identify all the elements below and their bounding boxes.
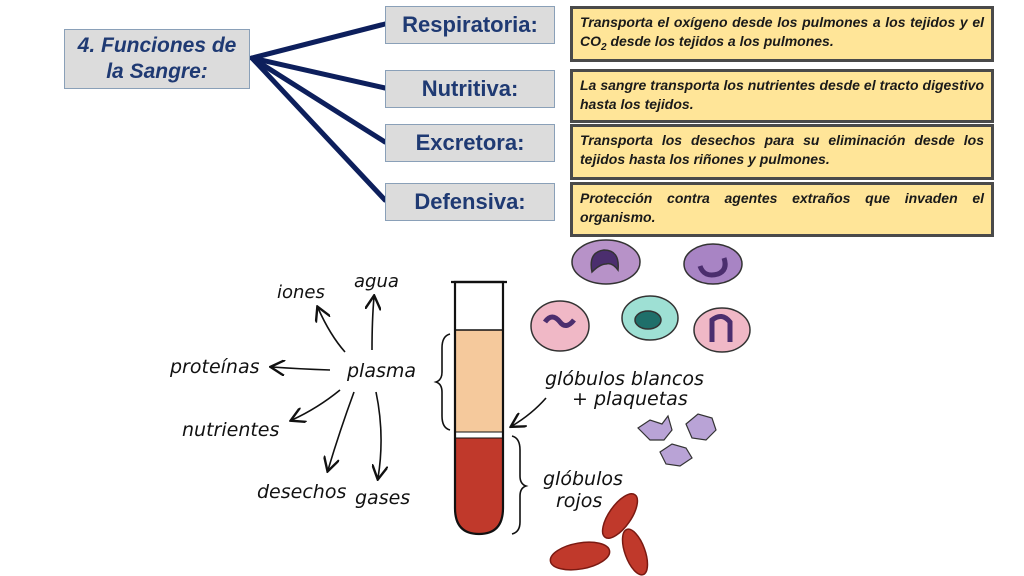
white-blood-cells [530, 239, 751, 353]
platelet [659, 443, 693, 467]
arrow-white-cells [512, 397, 547, 426]
platelet [685, 413, 717, 441]
component-nutrientes: nutrientes [182, 419, 279, 441]
component-proteinas: proteínas [169, 356, 260, 378]
function-desc-excretora: Transporta los desechos para su eliminac… [570, 124, 994, 180]
function-label-respiratoria: Respiratoria: [385, 6, 555, 44]
arrow-gases [376, 391, 381, 478]
function-label-text: Excretora: [415, 130, 525, 155]
arrow-desechos [328, 391, 355, 470]
function-label-text: Nutritiva: [421, 76, 519, 101]
component-agua: agua [354, 271, 399, 292]
arrow-proteinas [272, 367, 331, 370]
arrow-nutrientes [292, 389, 341, 420]
component-iones: iones [277, 282, 325, 303]
test-tube [451, 280, 507, 536]
function-label-text: Defensiva: [414, 189, 526, 214]
function-desc-defensiva: Protección contra agentes extraños que i… [570, 182, 994, 237]
component-desechos: desechos [257, 481, 346, 503]
red-cell [621, 528, 649, 576]
platelets [637, 413, 717, 467]
connector-nutritiva [249, 55, 388, 91]
component-gases: gases [355, 487, 410, 509]
white-cells-label-1: glóbulos blancos [545, 368, 704, 390]
function-label-text: Respiratoria: [402, 12, 538, 37]
platelet [637, 414, 673, 441]
white-cell [683, 243, 743, 285]
red-brace [511, 435, 529, 535]
connector-defensiva [249, 55, 388, 203]
red-blood-cells [549, 493, 649, 576]
red-cells-label-1: glóbulos [543, 468, 623, 490]
red-cells-label-2: rojos [556, 490, 602, 512]
function-label-defensiva: Defensiva: [385, 183, 555, 221]
arrow-iones [318, 308, 346, 353]
plasma-arrows [272, 297, 381, 478]
plasma-brace [433, 333, 451, 431]
function-desc-respiratoria: Transporta el oxígeno desde los pulmones… [570, 6, 994, 62]
arrow-agua [372, 297, 374, 351]
blood-layer [455, 438, 503, 534]
function-label-excretora: Excretora: [385, 124, 555, 162]
white-cell [530, 300, 590, 352]
white-cells-label-2: + plaquetas [572, 388, 688, 410]
function-label-nutritiva: Nutritiva: [385, 70, 555, 108]
plasma-label: plasma [346, 360, 416, 382]
title-box: 4. Funciones de la Sangre: [64, 29, 250, 89]
page-title: 4. Funciones de la Sangre: [77, 34, 237, 83]
red-cell [549, 541, 611, 571]
connector-respiratoria [249, 21, 388, 61]
connector-excretora [249, 55, 388, 145]
function-desc-nutritiva: La sangre transporta los nutrientes desd… [570, 69, 994, 123]
red-cell [601, 493, 639, 539]
white-cell [693, 307, 751, 353]
